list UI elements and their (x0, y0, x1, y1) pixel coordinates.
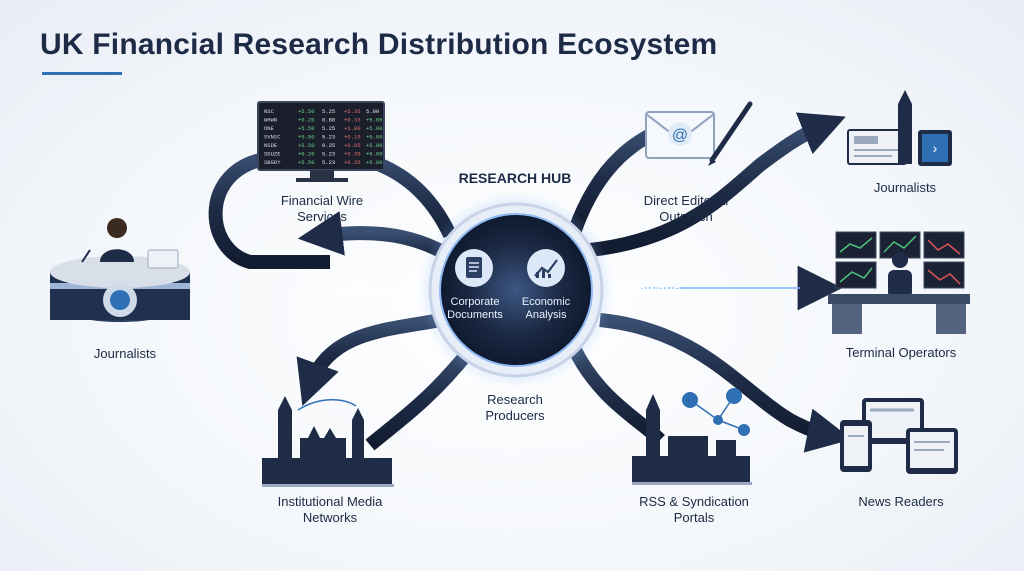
london-skyline-left-illustration (262, 396, 394, 487)
journalists-left-label: Journalists (93, 346, 157, 361)
ticker-cell: SVNSC (264, 134, 281, 141)
ticker-cell: 5.25 (322, 108, 335, 115)
ticker-cell: +0.10 (344, 134, 361, 141)
ticker-cell: +5.00 (366, 151, 383, 158)
financial-wire-services-label: Financial Wire Services (280, 193, 364, 224)
ticker-cell: 5.23 (322, 151, 335, 158)
rss-network-icon (682, 388, 750, 436)
ticker-cell: NSDE (264, 142, 278, 149)
ticker-cell: NSC (264, 108, 275, 115)
trading-terminal-illustration (828, 231, 970, 334)
ticker-cell: +5.00 (366, 134, 383, 141)
ticker-cell: +5.50 (298, 142, 315, 149)
hub-core (439, 213, 593, 367)
email-envelope-illustration: @ (645, 101, 753, 166)
ticker-cell: +5.50 (298, 125, 315, 132)
ticker-cell: +5.00 (366, 125, 383, 132)
ticker-cell: +1.00 (344, 125, 361, 132)
analysis-icon-bg (527, 249, 565, 287)
news-reader-devices-illustration (840, 398, 958, 474)
pathways-left-label: Pathways (336, 281, 401, 297)
ticker-cell: 5.00 (366, 108, 379, 115)
svg-text:›: › (933, 140, 938, 156)
ticker-cell: 5.23 (322, 134, 335, 141)
ticker-cell: WHWN (264, 117, 277, 124)
terminal-operators-label: Terminal Operators (845, 345, 957, 360)
hub-title: RESEARCH HUB (458, 170, 572, 186)
ticker-cell: +0.35 (344, 159, 361, 166)
ticker-cell: +5.50 (298, 134, 315, 141)
ticker-cell: ONE (264, 125, 275, 132)
ticker-cell: SBGDY (264, 159, 281, 166)
ticker-cell: +5.00 (366, 142, 383, 149)
ticker-cell: +0.05 (344, 142, 361, 149)
ticker-cell: 0.25 (322, 142, 335, 149)
institutional-media-networks-label: Institutional Media Networks (277, 494, 383, 525)
pathways-right-label: Pathways (616, 281, 681, 297)
direct-editorial-outreach-label: Direct Editorial Outreach (643, 193, 729, 224)
ribbon-journalists-right (589, 112, 846, 257)
research-producers-label: Research Producers (485, 392, 545, 423)
page-title: UK Financial Research Distribution Ecosy… (40, 28, 718, 61)
ribbon-news-readers (599, 313, 852, 453)
journalists-right-illustration: › (847, 90, 952, 166)
news-readers-label: News Readers (858, 494, 944, 509)
ticker-cell: +5.05 (366, 117, 383, 124)
ticker-cell: +5.50 (298, 159, 315, 166)
ticker-cell: +5.00 (366, 159, 383, 166)
rss-syndication-portals-label: RSS & Syndication Portals (639, 494, 749, 525)
ticker-cell: +0.35 (344, 151, 361, 158)
news-anchor-desk-illustration (50, 218, 190, 322)
ticker-cell: +5.35 (344, 108, 361, 115)
title-underline (42, 72, 122, 75)
ticker-cell: SDUZE (264, 151, 281, 158)
svg-text:@: @ (672, 127, 688, 144)
ticker-cell: 5.25 (322, 125, 335, 132)
hub-corporate-documents: Corporate Documents (447, 296, 503, 321)
hub-economic-analysis: Economic Analysis (521, 296, 571, 321)
ticker-cell: 0.80 (322, 117, 335, 124)
ticker-cell: +0.20 (298, 151, 315, 158)
ticker-cell: +0.33 (344, 117, 361, 124)
journalists-right-label: Journalists (873, 180, 937, 195)
rss-skyline-illustration (632, 394, 752, 485)
ticker-cell: 5.23 (322, 159, 335, 166)
signal-arc (297, 399, 357, 411)
ticker-monitor-illustration (257, 101, 385, 182)
ribbon-institutional (296, 313, 442, 407)
ticker-cell: +5.50 (298, 108, 315, 115)
ticker-cell: +0.20 (298, 117, 315, 124)
